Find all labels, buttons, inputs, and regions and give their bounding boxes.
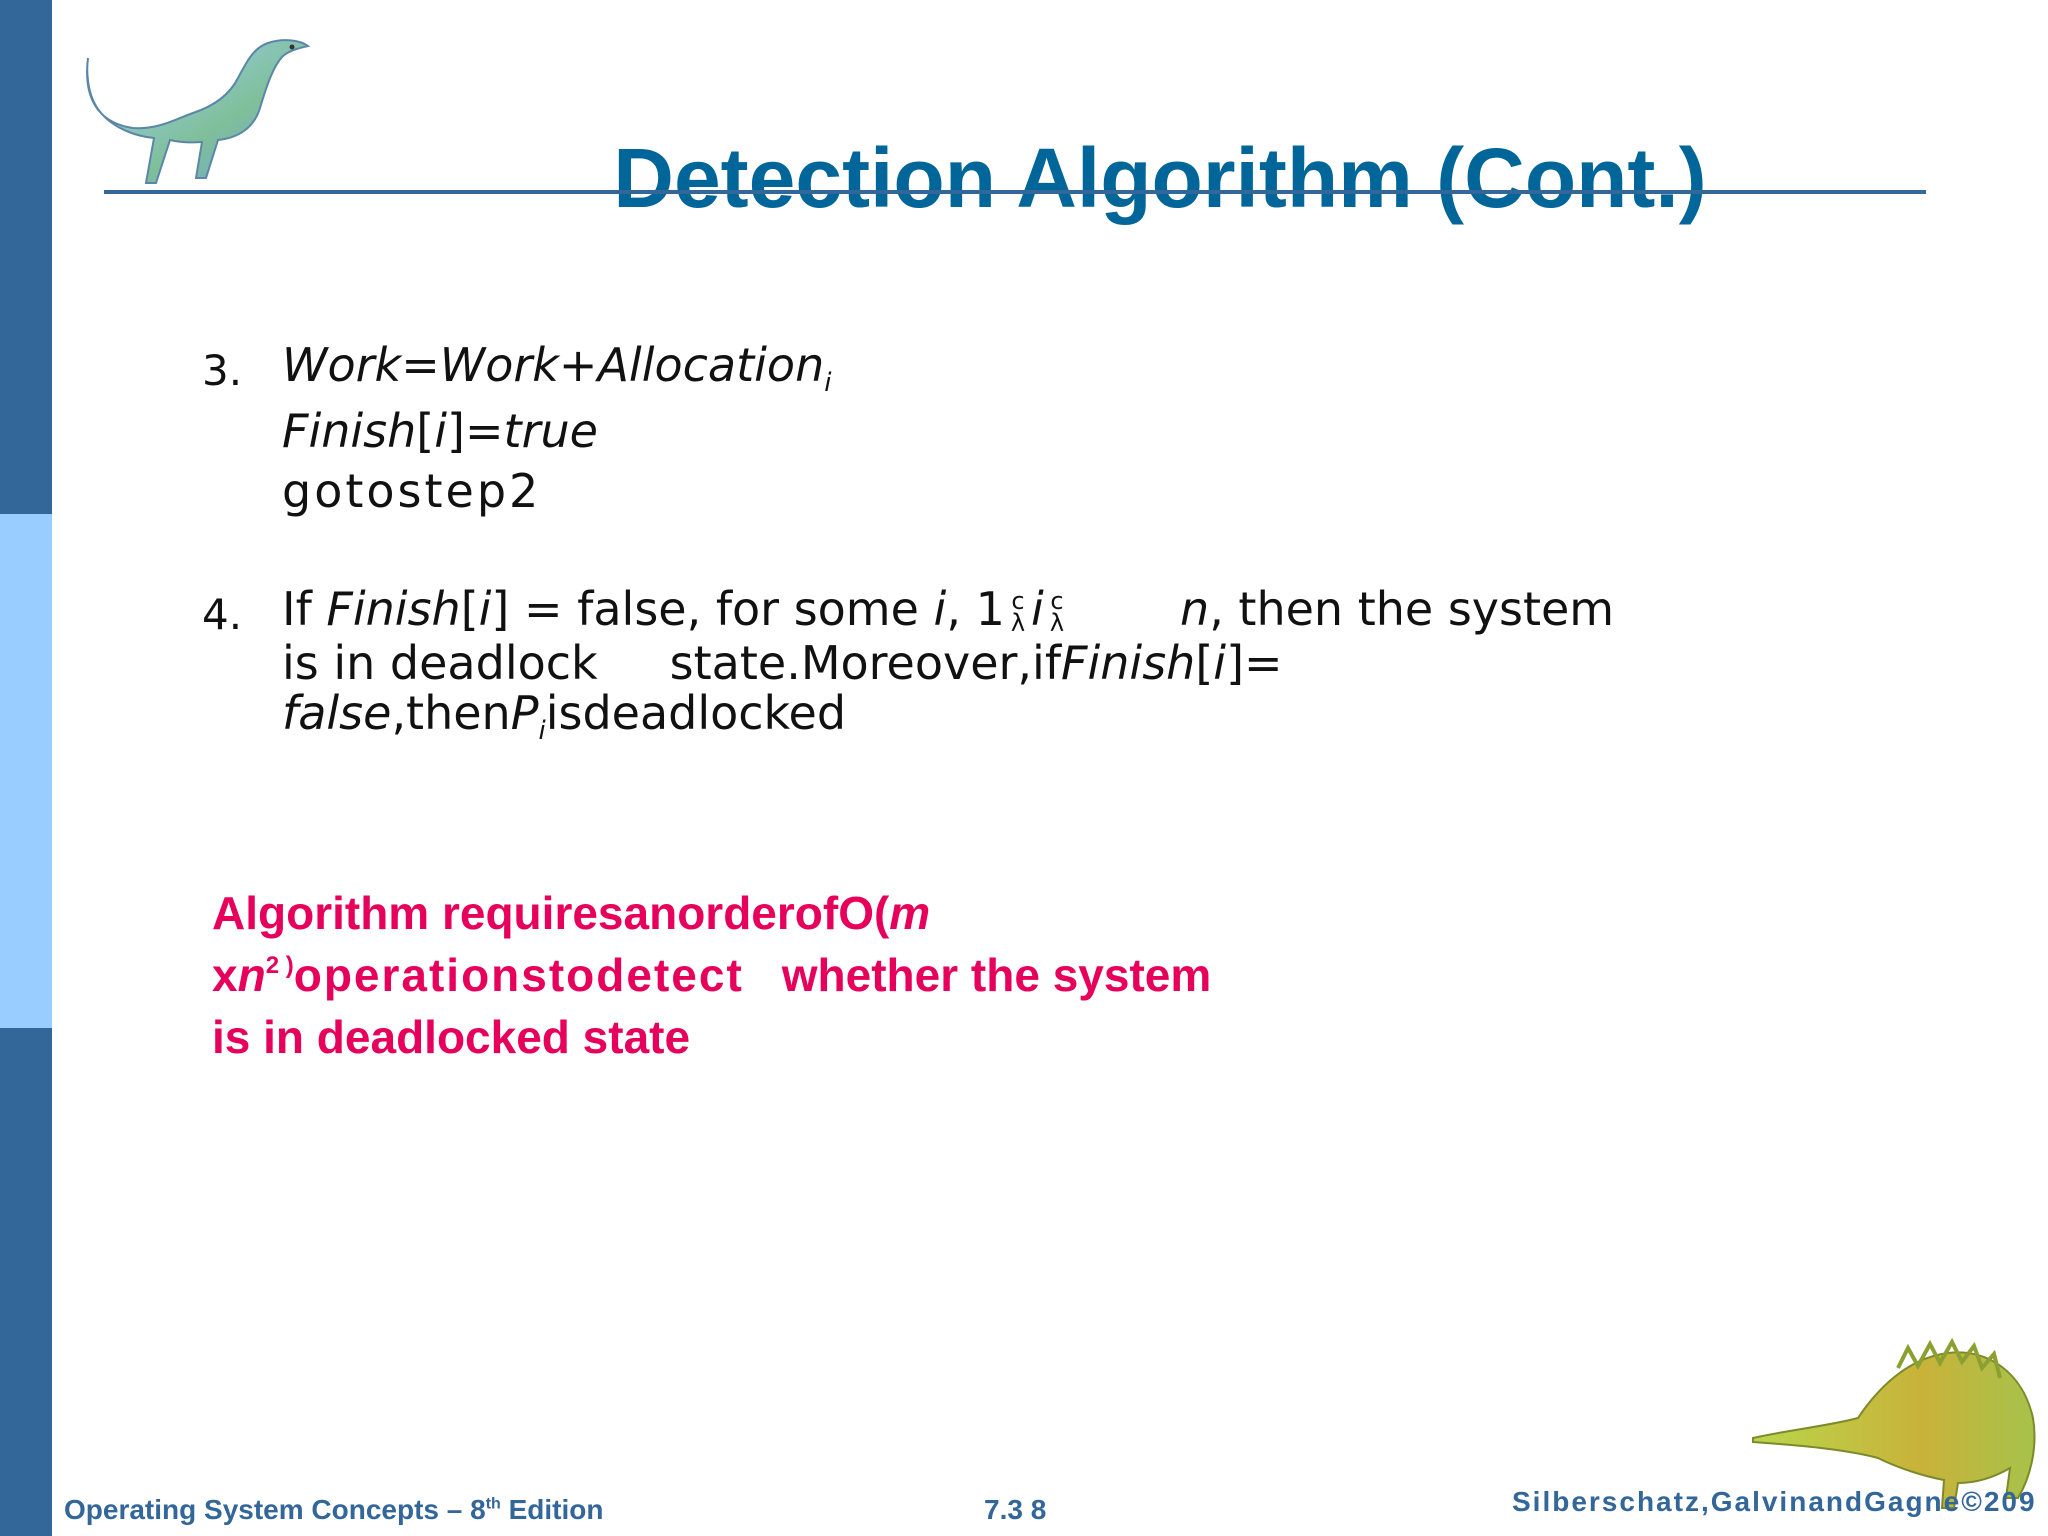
side-bar-middle: [0, 514, 52, 1028]
side-bar: [0, 0, 52, 1536]
plus-sign: +: [558, 338, 598, 392]
bracket-open: [: [416, 404, 435, 458]
equals-sign: =: [401, 338, 440, 392]
note-line-2: xn2 )operationstodetect whether the syste…: [212, 948, 1211, 1003]
false-for-some-text: false, for some: [577, 582, 934, 636]
allocation-subscript: i: [824, 368, 832, 398]
footer-edition-text: Edition: [500, 1494, 604, 1525]
footer-authors: Silberschatz,GalvinandGagne©209: [1512, 1486, 2037, 1517]
process-p: P: [510, 686, 539, 740]
is-deadlocked-text: isdeadlocked: [545, 686, 847, 740]
index-i: i: [1213, 636, 1227, 690]
side-bar-top: [0, 0, 52, 514]
finish-term: Finish: [282, 404, 417, 458]
note-whether-text: whether the system: [781, 949, 1212, 1001]
note-n-term: n: [237, 949, 266, 1001]
finish-term: Finish: [1061, 636, 1196, 690]
footer-edition-superscript: th: [485, 1495, 501, 1513]
slide-title: Detection Algorithm (Cont.): [613, 131, 1707, 226]
step-4-number: 4.: [202, 590, 243, 639]
if-text: If: [282, 582, 327, 636]
true-term: true: [503, 404, 598, 458]
deadlock-text: is in deadlock: [282, 636, 598, 690]
bracket-open: [: [1195, 636, 1214, 690]
le-symbol-bottom: λ: [1010, 608, 1026, 637]
dinosaur-bottom-image: [1752, 1337, 2036, 1509]
le-symbol-top: c: [1011, 586, 1025, 615]
index-i-3: i: [1031, 582, 1044, 636]
allocation-term: Allocation: [597, 338, 825, 392]
index-i-2: i: [933, 582, 947, 636]
work-term: Work: [282, 338, 402, 392]
bracket-close: ] =: [491, 582, 578, 636]
n-term: n: [1180, 582, 1210, 636]
note-x-term: x: [212, 949, 238, 1001]
footer-course-text: Operating System Concepts – 8: [64, 1494, 486, 1525]
note-exponent: 2 ): [265, 952, 294, 979]
then-text: ,then: [391, 686, 511, 740]
step-4-line-2: is in deadlock state.Moreover,ifFinish[i]…: [282, 636, 1283, 691]
comma-one-text: , 1: [946, 582, 1005, 636]
then-system-text: , then the system: [1209, 582, 1615, 636]
false-term: false: [282, 686, 392, 740]
index-i: i: [478, 582, 492, 636]
title-rule: [104, 190, 1926, 194]
le-symbol-top: c: [1050, 586, 1064, 615]
step-4-line-3: false,thenPiisdeadlocked: [282, 686, 846, 747]
bracket-close: ]=: [447, 404, 504, 458]
moreover-text: state.Moreover,if: [669, 636, 1062, 690]
dinosaur-top-image: [86, 39, 311, 184]
step-3-line-2: Finish[i]=true: [282, 404, 598, 459]
index-i: i: [434, 404, 448, 458]
le-symbol-bottom: λ: [1049, 608, 1065, 637]
finish-term: Finish: [326, 582, 461, 636]
side-bar-bottom: [0, 1028, 52, 1536]
footer-course-title: Operating System Concepts – 8th Edition: [64, 1494, 603, 1526]
note-line-3: is in deadlocked state: [212, 1011, 691, 1063]
note-algorithm-text: Algorithm requiresanorderofO(: [212, 887, 890, 939]
note-m-term: m: [889, 887, 931, 939]
step-3-line-3: gotostep2: [282, 464, 542, 518]
step-3-line-1: Work=Work+Allocationi: [282, 338, 831, 399]
work-term-2: Work: [439, 338, 559, 392]
bracket-close: ]=: [1226, 636, 1283, 690]
step-3-number: 3.: [202, 346, 243, 395]
footer-page-number: 7.3 8: [984, 1494, 1047, 1525]
bracket-open: [: [460, 582, 479, 636]
process-subscript: i: [538, 716, 546, 746]
note-operations-text: operationstodetect: [293, 949, 744, 1001]
note-line-1: Algorithm requiresanorderofO(m: [212, 886, 930, 941]
